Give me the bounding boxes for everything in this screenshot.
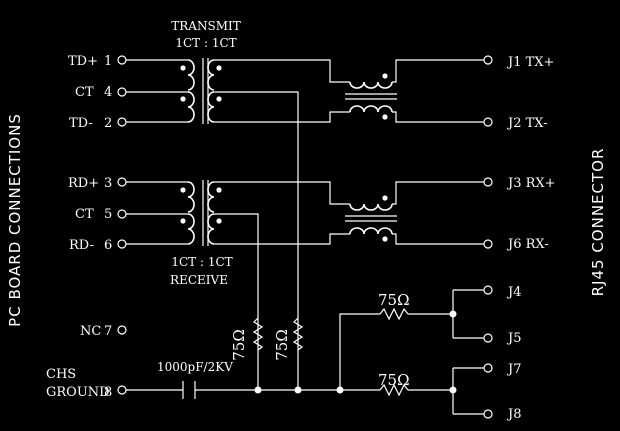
terminal-j1	[483, 55, 493, 65]
pin-td-plus-name: TD+	[68, 54, 98, 69]
wire-j3	[392, 181, 484, 205]
wire-j4-j5	[452, 289, 484, 339]
pin-rd-plus-name: RD+	[68, 176, 99, 191]
wire-j7-j8	[452, 367, 484, 415]
pin-3-num: 3	[104, 176, 112, 191]
wire-tx-sec-top	[214, 59, 350, 83]
pin-j8-label: J8	[506, 407, 521, 422]
terminal-pin-7	[117, 325, 127, 335]
pin-j7-label: J7	[506, 362, 521, 377]
tx-transformer	[180, 58, 222, 124]
pin-4-num: 4	[104, 85, 112, 100]
transmit-label: TRANSMIT	[171, 19, 240, 33]
resistor-ct4	[292, 317, 304, 351]
pin-7-num: 7	[104, 324, 112, 339]
wire-rx-sec-bot	[214, 233, 350, 245]
wire-resistor-upper	[339, 313, 453, 390]
pin-j1-label: J1 TX+	[506, 55, 554, 70]
resistor-lower	[379, 383, 409, 397]
chs-label: CHS	[46, 367, 76, 382]
pin-rd-minus-name: RD-	[69, 238, 94, 253]
terminal-j8	[483, 409, 493, 419]
terminal-pin-6	[117, 239, 127, 249]
resistor-label-upper: 75Ω	[378, 291, 410, 309]
pin-nc-name: NC	[80, 324, 101, 339]
wire-rx-sec-top	[214, 181, 350, 205]
rj45-connector-label: RJ45 CONNECTOR	[589, 148, 607, 297]
junction-j4-j5	[449, 310, 457, 318]
pin-j6-label: J6 RX-	[506, 237, 549, 252]
tx-common-mode-choke	[345, 73, 397, 120]
rx-common-mode-choke	[345, 195, 397, 242]
terminal-j6	[483, 239, 493, 249]
resistor-label-ct4: 75Ω	[273, 329, 291, 361]
capacitor	[182, 381, 196, 399]
pin-j2-label: J2 TX-	[506, 116, 547, 131]
pin-j3-label: J3 RX+	[506, 176, 556, 191]
pin-8-num: 8	[104, 385, 112, 400]
terminal-j2	[483, 117, 493, 127]
pin-j5-label: J5	[506, 331, 521, 346]
terminal-j3	[483, 177, 493, 187]
ground-label: GROUND	[46, 385, 110, 400]
resistor-label-ct5: 75Ω	[230, 329, 248, 361]
terminal-pin-2	[117, 117, 127, 127]
junction-ct4-ground	[294, 386, 302, 394]
pin-5-num: 5	[104, 207, 112, 222]
wire-j2	[392, 111, 484, 123]
pin-ct-tx-name: CT	[75, 85, 94, 100]
pin-1-num: 1	[104, 54, 112, 69]
terminal-j4	[483, 285, 493, 295]
receive-ratio-label: 1CT : 1CT	[171, 255, 232, 269]
resistor-label-lower: 75Ω	[378, 371, 410, 389]
wire-j6	[392, 233, 484, 245]
terminal-pin-4	[117, 87, 127, 97]
receive-label: RECEIVE	[170, 273, 228, 287]
terminal-pin-1	[117, 55, 127, 65]
pin-2-num: 2	[104, 116, 112, 131]
pin-j4-label: J4	[506, 285, 521, 300]
wire-tx-sec-ct	[214, 91, 299, 390]
transmit-ratio-label: 1CT : 1CT	[175, 36, 236, 50]
terminal-j5	[483, 333, 493, 343]
terminal-j7	[483, 363, 493, 373]
resistor-ct5	[252, 317, 264, 351]
junction-resistor-ground	[336, 386, 344, 394]
rx-transformer	[180, 180, 222, 246]
junction-ct5-ground	[254, 386, 262, 394]
terminal-pin-5	[117, 209, 127, 219]
pin-6-num: 6	[104, 238, 112, 253]
terminal-pin-3	[117, 177, 127, 187]
pc-board-connections-label: PC BOARD CONNECTIONS	[6, 113, 24, 327]
pin-ct-rx-name: CT	[75, 207, 94, 222]
terminal-pin-8	[117, 385, 127, 395]
pin-td-minus-name: TD-	[69, 116, 93, 131]
wire-tx-sec-bot	[214, 111, 350, 123]
junction-j7-j8	[449, 386, 457, 394]
capacitor-label: 1000pF/2KV	[157, 360, 233, 374]
wire-rx-sec-ct	[214, 213, 259, 390]
resistor-upper	[379, 307, 409, 321]
wire-j1	[392, 59, 484, 83]
